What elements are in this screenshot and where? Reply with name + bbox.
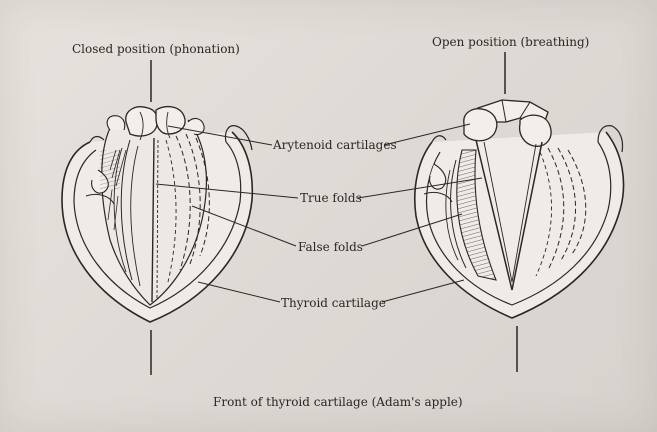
label-open-position: Open position (breathing)	[432, 35, 589, 49]
label-closed-position: Closed position (phonation)	[72, 42, 240, 56]
closed-larynx-drawing	[62, 60, 252, 375]
closed-arytenoid-right	[156, 107, 185, 134]
open-thyroid-cartilage	[415, 132, 624, 318]
caption-front-thyroid: Front of thyroid cartilage (Adam's apple…	[213, 395, 463, 409]
label-arytenoid-cartilages: Arytenoid cartilages	[273, 138, 397, 152]
label-false-folds: False folds	[298, 240, 363, 254]
leader-thyroid-left	[198, 282, 280, 302]
open-larynx-drawing	[415, 52, 624, 372]
label-true-folds: True folds	[300, 191, 362, 205]
leader-thyroid-right	[382, 280, 464, 302]
closed-arytenoid-left	[126, 107, 158, 136]
label-thyroid-cartilage: Thyroid cartilage	[281, 296, 386, 310]
